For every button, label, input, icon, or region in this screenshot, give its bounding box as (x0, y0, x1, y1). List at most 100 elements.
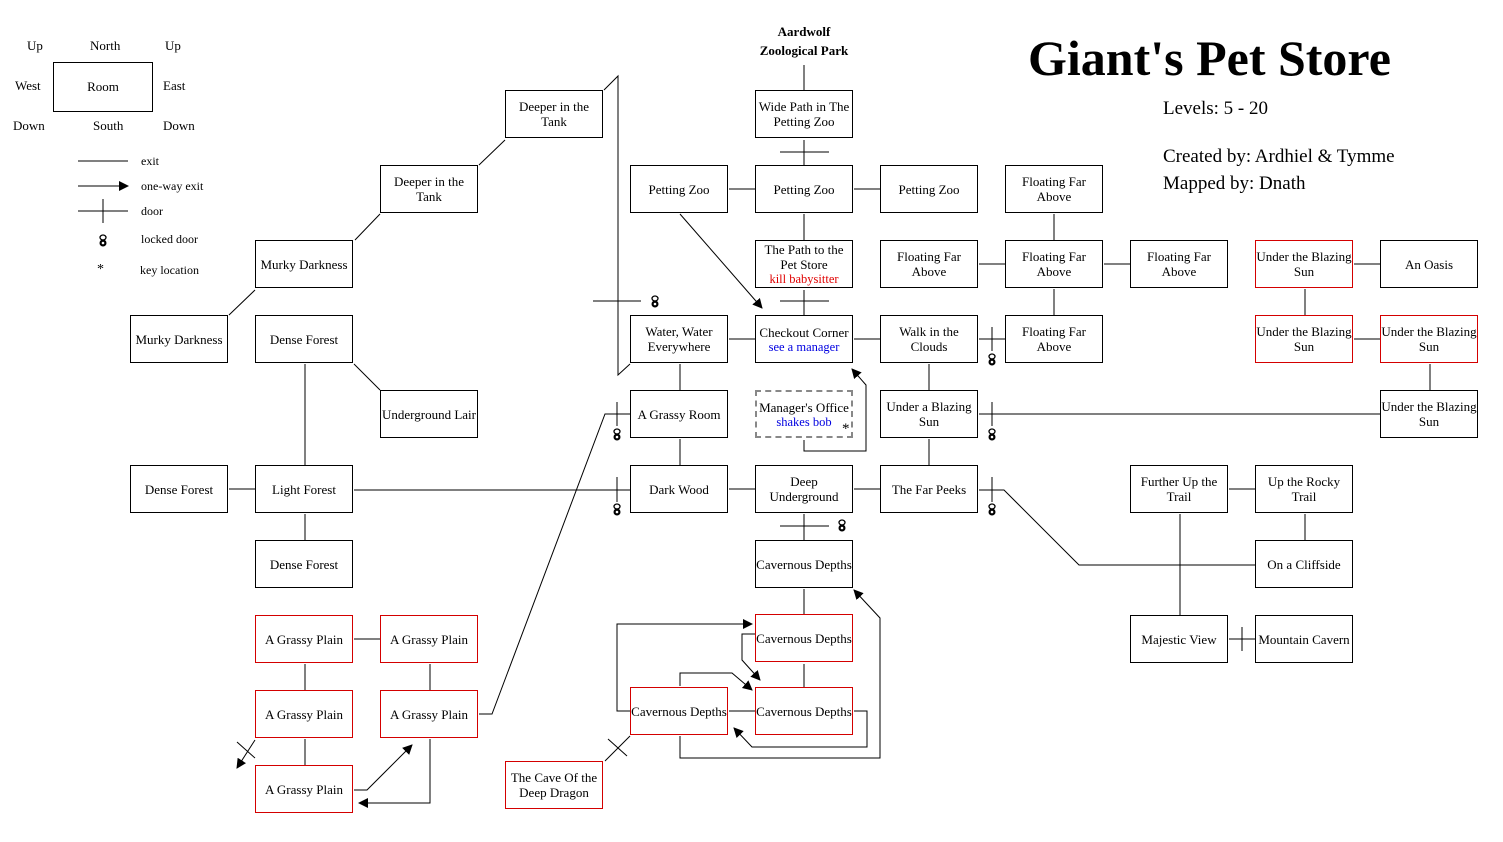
room-note: kill babysitter (769, 272, 839, 286)
room-label: Dense Forest (269, 556, 339, 572)
room-label: On a Cliffside (1267, 556, 1341, 572)
room-petting-zoo-center[interactable]: Petting Zoo (755, 165, 853, 213)
room-label: Underground Lair (382, 406, 476, 422)
room-label: Under a Blazing Sun (886, 399, 972, 429)
room-label: Petting Zoo (648, 181, 710, 197)
room-label: Up the Rocky Trail (1267, 474, 1341, 504)
room-walk-in-clouds[interactable]: Walk in the Clouds (880, 315, 978, 363)
room-dense-forest-north[interactable]: Dense Forest (255, 315, 353, 363)
legend-down-left: Down (13, 118, 45, 133)
room-floating-far-above-2[interactable]: Floating Far Above (880, 240, 978, 288)
room-path-to-pet-store[interactable]: The Path to the Pet Store kill babysitte… (755, 240, 853, 288)
padlock-icon (987, 353, 997, 367)
room-blazing-sun-2[interactable]: Under the Blazing Sun (1255, 315, 1353, 363)
room-label: The Path to the Pet Store (764, 242, 844, 272)
room-label: Light Forest (272, 481, 336, 497)
room-label: Under the Blazing Sun (1381, 399, 1477, 429)
room-petting-zoo-east[interactable]: Petting Zoo (880, 165, 978, 213)
room-under-a-blazing-sun[interactable]: Under a Blazing Sun (880, 390, 978, 438)
room-grassy-room[interactable]: A Grassy Room (630, 390, 728, 438)
room-grassy-plain-4[interactable]: A Grassy Plain (380, 690, 478, 738)
room-label: Deeper in the Tank (393, 174, 465, 204)
room-label: Wide Path in The Petting Zoo (758, 99, 850, 129)
room-murky-darkness-1[interactable]: Murky Darkness (255, 240, 353, 288)
room-cliffside[interactable]: On a Cliffside (1255, 540, 1353, 588)
room-managers-office[interactable]: Manager's Office shakes bob (755, 390, 853, 438)
room-deeper-tank-2[interactable]: Deeper in the Tank (380, 165, 478, 213)
room-dark-wood[interactable]: Dark Wood (630, 465, 728, 513)
room-label: Floating Far Above (1022, 174, 1086, 204)
room-label: Dense Forest (269, 331, 339, 347)
room-grassy-plain-2[interactable]: A Grassy Plain (380, 615, 478, 663)
room-floating-far-above-5[interactable]: Floating Far Above (1005, 315, 1103, 363)
room-cavernous-depths-3[interactable]: Cavernous Depths (630, 687, 728, 735)
room-oasis[interactable]: An Oasis (1380, 240, 1478, 288)
room-label: Under the Blazing Sun (1256, 249, 1352, 279)
room-rocky-trail[interactable]: Up the Rocky Trail (1255, 465, 1353, 513)
padlock-icon (987, 503, 997, 517)
room-note: shakes bob (776, 414, 832, 429)
room-grassy-plain-1[interactable]: A Grassy Plain (255, 615, 353, 663)
room-cavernous-depths-2[interactable]: Cavernous Depths (755, 614, 853, 662)
room-majestic-view[interactable]: Majestic View (1130, 615, 1228, 663)
room-water-everywhere[interactable]: Water, Water Everywhere (630, 315, 728, 363)
room-cavernous-depths-1[interactable]: Cavernous Depths (755, 540, 853, 588)
level-range: Levels: 5 - 20 (1163, 98, 1269, 119)
room-label: Majestic View (1141, 631, 1217, 647)
padlock-icon (837, 519, 847, 533)
room-label: A Grassy Plain (265, 631, 343, 647)
padlock-icon (612, 503, 622, 517)
legend-room-label: Room (87, 79, 119, 94)
room-deep-underground[interactable]: Deep Underground (755, 465, 853, 513)
created-by: Created by: Ardhiel & Tymme (1163, 146, 1395, 167)
room-deeper-tank-1[interactable]: Deeper in the Tank (505, 90, 603, 138)
room-label: A Grassy Plain (265, 706, 343, 722)
legend-exit-label: exit (141, 154, 159, 168)
room-floating-far-above-3[interactable]: Floating Far Above (1005, 240, 1103, 288)
legend-door-label: door (141, 204, 163, 218)
legend-one-way-label: one-way exit (141, 179, 204, 193)
room-grassy-plain-5[interactable]: A Grassy Plain (255, 765, 353, 813)
room-blazing-sun-1[interactable]: Under the Blazing Sun (1255, 240, 1353, 288)
legend-west: West (15, 78, 41, 93)
room-dense-forest-west[interactable]: Dense Forest (130, 465, 228, 513)
room-note: see a manager (768, 339, 840, 354)
room-label: Under the Blazing Sun (1256, 324, 1352, 354)
room-petting-zoo-west[interactable]: Petting Zoo (630, 165, 728, 213)
padlock-icon (612, 428, 622, 442)
room-blazing-sun-3[interactable]: Under the Blazing Sun (1380, 315, 1478, 363)
room-label: The Cave Of the Deep Dragon (510, 770, 598, 800)
room-checkout-corner[interactable]: Checkout Corner see a manager (755, 315, 853, 363)
entrance-label: Aardwolf Zoological Park (759, 24, 849, 58)
room-label: A Grassy Room (637, 406, 721, 422)
room-label: Manager's Office (759, 399, 849, 415)
room-murky-darkness-2[interactable]: Murky Darkness (130, 315, 228, 363)
room-far-peeks[interactable]: The Far Peeks (880, 465, 978, 513)
room-floating-far-above-1[interactable]: Floating Far Above (1005, 165, 1103, 213)
room-wide-path[interactable]: Wide Path in The Petting Zoo (755, 90, 853, 138)
legend-east: East (163, 78, 186, 93)
room-label: The Far Peeks (891, 481, 967, 497)
room-floating-far-above-4[interactable]: Floating Far Above (1130, 240, 1228, 288)
mapped-by: Mapped by: Dnath (1163, 173, 1306, 194)
room-light-forest[interactable]: Light Forest (255, 465, 353, 513)
legend-south: South (93, 118, 124, 133)
room-dense-forest-south[interactable]: Dense Forest (255, 540, 353, 588)
room-further-up-trail[interactable]: Further Up the Trail (1130, 465, 1228, 513)
legend-north: North (90, 38, 121, 53)
room-cavernous-depths-4[interactable]: Cavernous Depths (755, 687, 853, 735)
room-label: Cavernous Depths (756, 630, 852, 646)
padlock-icon (650, 295, 660, 309)
legend-locked-door-label: locked door (141, 232, 198, 246)
map-title: Giant's Pet Store (1028, 30, 1391, 86)
key-location-icon: * (842, 421, 850, 437)
room-label: Murky Darkness (135, 331, 223, 347)
room-label: Floating Far Above (1147, 249, 1211, 279)
room-grassy-plain-3[interactable]: A Grassy Plain (255, 690, 353, 738)
room-underground-lair[interactable]: Underground Lair (380, 390, 478, 438)
room-mountain-cavern[interactable]: Mountain Cavern (1255, 615, 1353, 663)
legend-up-left: Up (27, 38, 43, 53)
room-cave-deep-dragon[interactable]: The Cave Of the Deep Dragon (505, 761, 603, 809)
room-blazing-sun-4[interactable]: Under the Blazing Sun (1380, 390, 1478, 438)
room-label: A Grassy Plain (390, 706, 468, 722)
